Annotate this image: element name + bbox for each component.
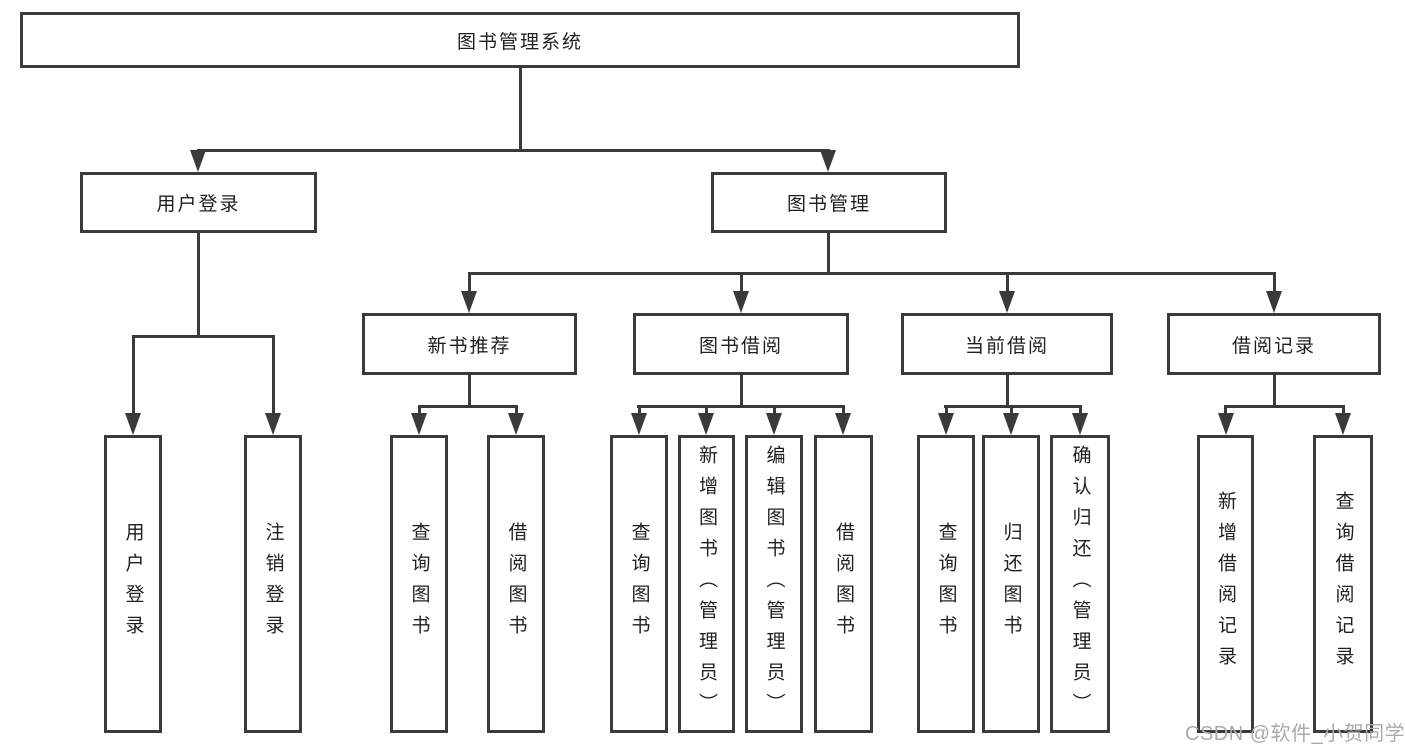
connector-drop-c3 [773, 405, 776, 416]
node-user-login-label: 用户登录 [156, 194, 241, 215]
arrow-to-user-login [190, 150, 206, 172]
arrow-to-edit-book-admin [766, 413, 782, 435]
leaf-logout: 注销登录 [244, 435, 302, 733]
arrow-to-query-borrow-record [1335, 413, 1351, 435]
arrow-to-add-book-admin [698, 413, 714, 435]
connector-drop-d1 [945, 405, 948, 416]
node-book-borrowing-label: 图书借阅 [698, 335, 783, 357]
arrow-to-confirm-return-admin [1072, 413, 1088, 435]
node-book-management-label: 图书管理 [786, 194, 871, 215]
leaf-query-books-current-label: 查询图书 [935, 522, 957, 646]
connector-borrowing-branch [637, 405, 845, 408]
connector-drop-c4 [842, 405, 845, 416]
node-borrowing-records: 借阅记录 [1167, 313, 1381, 375]
leaf-query-borrow-record-label: 查询借阅记录 [1332, 491, 1354, 677]
node-current-borrowing: 当前借阅 [901, 313, 1113, 375]
connector-drop-b2 [515, 405, 518, 416]
leaf-borrow-books-recommend: 借阅图书 [487, 435, 545, 733]
node-borrowing-records-label: 借阅记录 [1231, 335, 1316, 357]
arrow-to-current-borrowing [999, 291, 1015, 313]
leaf-borrow-books-recommend-label: 借阅图书 [505, 522, 527, 646]
connector-current-branch [944, 405, 1082, 408]
node-new-book-recommend-label: 新书推荐 [427, 335, 512, 357]
leaf-edit-book-admin: 编辑图书（管理员） [745, 435, 803, 733]
connector-user-login-stem [197, 233, 200, 338]
connector-borrowing-stem [740, 375, 743, 408]
connector-root-branch [197, 149, 830, 152]
node-book-management: 图书管理 [711, 172, 947, 233]
leaf-confirm-return-admin: 确认归还（管理员） [1050, 435, 1110, 733]
connector-drop-records [1273, 272, 1276, 293]
leaf-user-login-label: 用户登录 [122, 522, 144, 646]
leaf-add-borrow-record-label: 新增借阅记录 [1215, 491, 1236, 677]
leaf-confirm-return-admin-label: 确认归还（管理员） [1069, 444, 1091, 724]
leaf-query-books-borrowing: 查询图书 [610, 435, 668, 733]
connector-drop-c1 [638, 405, 641, 416]
leaf-user-login: 用户登录 [104, 435, 162, 733]
connector-drop-d2 [1010, 405, 1013, 416]
leaf-edit-book-admin-label: 编辑图书（管理员） [763, 444, 785, 724]
leaf-logout-label: 注销登录 [262, 522, 284, 646]
connector-drop-c2 [705, 405, 708, 416]
connector-drop-borrowing [740, 272, 743, 293]
leaf-query-borrow-record: 查询借阅记录 [1313, 435, 1373, 733]
connector-recommend-branch [418, 405, 518, 408]
leaf-query-books-recommend-label: 查询图书 [408, 522, 430, 646]
leaf-add-book-admin: 新增图书（管理员） [678, 435, 735, 733]
leaf-add-borrow-record: 新增借阅记录 [1197, 435, 1254, 733]
leaf-borrow-books-borrowing-label: 借阅图书 [833, 522, 854, 646]
arrow-to-borrowing-records [1266, 291, 1282, 313]
connector-records-stem [1273, 375, 1276, 408]
arrow-to-query-books-borrowing [631, 413, 647, 435]
connector-book-mgmt-stem [827, 233, 830, 275]
arrow-to-book-borrowing [733, 291, 749, 313]
connector-drop-recommend [468, 272, 471, 293]
arrow-to-leaf-logout [265, 413, 281, 435]
node-book-borrowing: 图书借阅 [633, 313, 849, 375]
arrow-to-leaf-user-login [125, 413, 141, 435]
connector-root-stem [519, 68, 522, 152]
watermark: CSDN @软件_小贺同学 [1185, 723, 1405, 745]
node-root-label: 图书管理系统 [456, 31, 583, 53]
leaf-query-books-current: 查询图书 [917, 435, 975, 733]
arrow-to-borrow-books-borrowing [835, 413, 851, 435]
connector-drop-e1 [1224, 405, 1227, 416]
arrow-to-book-management [820, 150, 836, 172]
arrow-to-add-borrow-record [1218, 413, 1234, 435]
leaf-add-book-admin-label: 新增图书（管理员） [696, 444, 717, 724]
connector-records-branch [1224, 405, 1345, 408]
node-current-borrowing-label: 当前借阅 [964, 335, 1049, 357]
arrow-to-return-book [1003, 413, 1019, 435]
node-new-book-recommend: 新书推荐 [362, 313, 577, 375]
connector-drop-user-login [132, 335, 135, 416]
leaf-return-book-label: 归还图书 [1000, 522, 1022, 646]
node-root: 图书管理系统 [20, 12, 1020, 68]
connector-drop-e2 [1342, 405, 1345, 416]
leaf-borrow-books-borrowing: 借阅图书 [814, 435, 873, 733]
connector-drop-logout [272, 335, 275, 416]
arrow-to-query-books-recommend [411, 413, 427, 435]
connector-recommend-stem [468, 375, 471, 408]
arrow-to-query-books-current [938, 413, 954, 435]
connector-drop-d3 [1079, 405, 1082, 416]
connector-drop-current [1006, 272, 1009, 293]
connector-user-login-branch [132, 335, 275, 338]
arrow-to-borrow-books-recommend [508, 413, 524, 435]
leaf-query-books-borrowing-label: 查询图书 [628, 522, 650, 646]
arrow-to-new-book-recommend [461, 291, 477, 313]
connector-current-stem [1006, 375, 1009, 408]
connector-drop-b1 [418, 405, 421, 416]
leaf-return-book: 归还图书 [982, 435, 1040, 733]
node-user-login: 用户登录 [80, 172, 317, 233]
connector-book-mgmt-branch [468, 272, 1276, 275]
leaf-query-books-recommend: 查询图书 [390, 435, 448, 733]
